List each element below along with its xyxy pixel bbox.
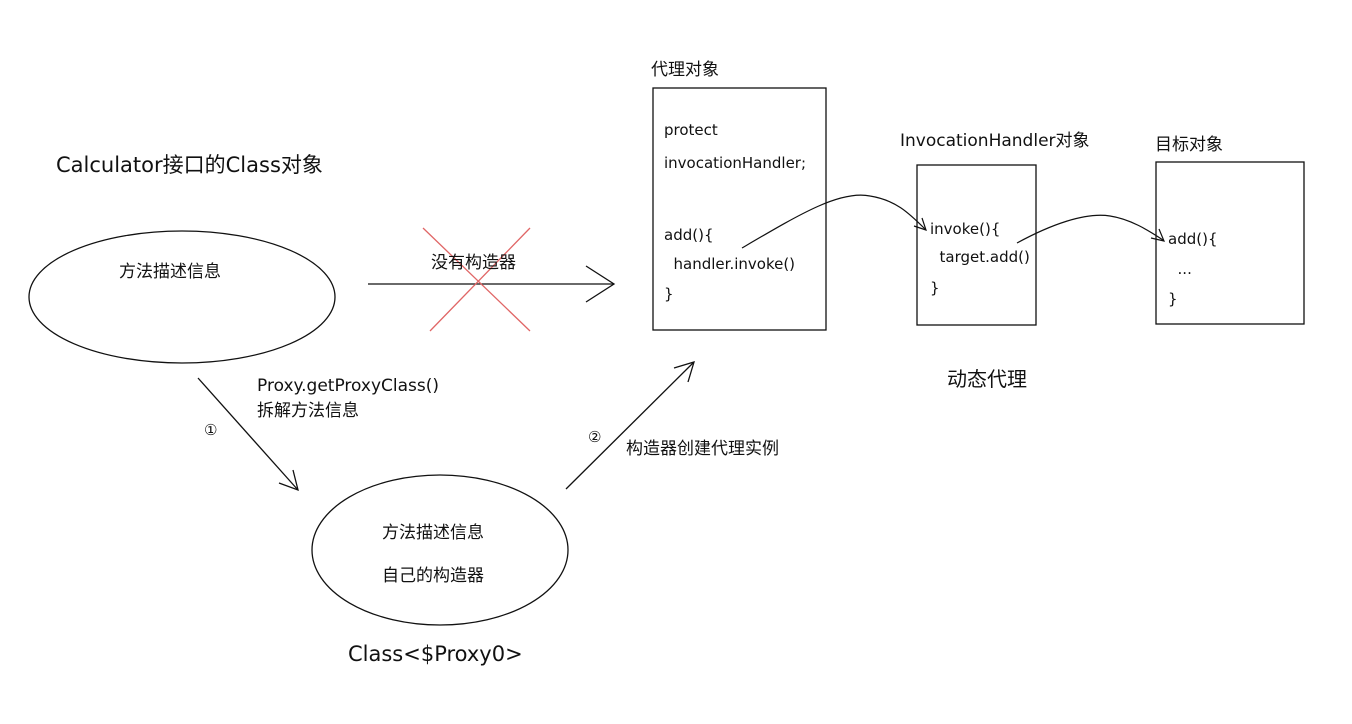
proxy-object-box: [652, 87, 827, 331]
proxy-object-title: 代理对象: [651, 60, 719, 80]
step2-marker: ②: [588, 428, 602, 446]
handler-object-line: invoke(){: [930, 220, 1001, 238]
proxy-class-line1: 方法描述信息: [382, 523, 484, 543]
target-object-box: [1155, 161, 1305, 325]
proxy-object-line: }: [664, 285, 674, 303]
proxy-object-line: invocationHandler;: [664, 154, 807, 172]
step2-label: 构造器创建代理实例: [626, 439, 779, 459]
step2-arrow: [565, 361, 695, 490]
step1-label-line2: 拆解方法信息: [257, 401, 359, 421]
interface-class-ellipse-text: 方法描述信息: [119, 262, 221, 282]
handler-to-target-arrow: [1016, 214, 1166, 244]
proxy-class-caption: Class<$Proxy0>: [348, 642, 523, 666]
target-object-line: add(){: [1168, 230, 1218, 248]
handler-object-title: InvocationHandler对象: [900, 131, 1090, 151]
handler-object-line: target.add(): [930, 248, 1030, 266]
dynamic-proxy-caption: 动态代理: [947, 367, 1027, 391]
target-object-title: 目标对象: [1155, 135, 1223, 155]
handler-object-box: [916, 164, 1037, 326]
proxy-object-line: protect: [664, 121, 718, 139]
interface-class-title: Calculator接口的Class对象: [56, 153, 323, 177]
proxy-to-handler-arrow: [741, 194, 927, 249]
target-object-line: }: [1168, 290, 1178, 308]
proxy-class-ellipse: [311, 474, 569, 626]
step1-arrow: [197, 377, 299, 492]
no-constructor-label: 没有构造器: [431, 253, 516, 273]
blocked-cross: [422, 227, 531, 332]
handler-object-line: }: [930, 279, 940, 297]
step1-label-line1: Proxy.getProxyClass(): [257, 376, 440, 396]
step1-marker: ①: [204, 421, 218, 439]
interface-class-ellipse: [28, 230, 336, 364]
proxy-object-line: handler.invoke(): [664, 255, 796, 273]
target-object-line: ...: [1168, 260, 1192, 278]
proxy-object-line: add(){: [664, 226, 714, 244]
proxy-class-line2: 自己的构造器: [382, 566, 484, 586]
no-constructor-arrow: [368, 265, 616, 303]
